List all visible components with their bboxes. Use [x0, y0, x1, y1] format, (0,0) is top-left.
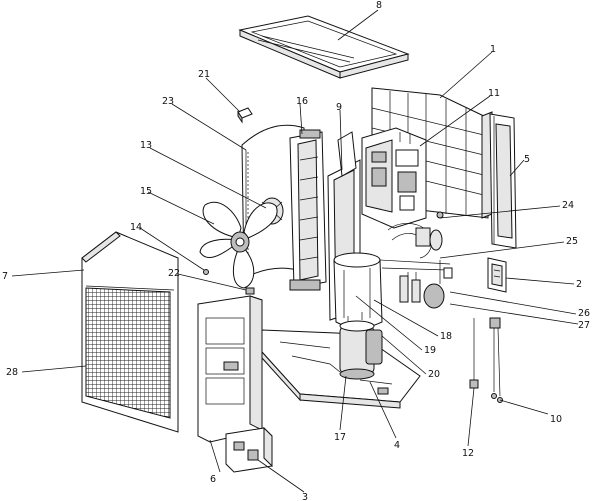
compressor	[339, 312, 383, 380]
front-right-panel	[197, 295, 263, 443]
panel-clip	[245, 287, 255, 295]
callout-16: 16	[296, 96, 308, 107]
callout-18: 18	[440, 331, 452, 342]
callout-27: 27	[578, 320, 590, 331]
callout-22: 22	[168, 268, 180, 279]
valve-bracket	[487, 257, 507, 293]
top-cover	[238, 15, 410, 79]
wiring-harness	[489, 317, 503, 403]
callout-14: 14	[130, 222, 142, 233]
mounting-screw	[203, 269, 209, 275]
callout-21: 21	[198, 69, 210, 80]
callout-6: 6	[210, 474, 216, 485]
compressor-sound-jacket	[333, 252, 383, 329]
callout-13: 13	[140, 140, 152, 151]
fan-propeller	[199, 202, 278, 289]
callout-7: 7	[2, 271, 8, 282]
small-clip	[237, 107, 253, 124]
callout-2: 2	[576, 279, 582, 290]
callout-12: 12	[462, 448, 474, 459]
callout-1: 1	[490, 44, 496, 55]
right-side-panel	[489, 113, 517, 249]
callout-11: 11	[488, 88, 500, 99]
callout-10: 10	[550, 414, 562, 425]
callout-17: 17	[334, 432, 346, 443]
terminal-cover	[225, 426, 273, 473]
refrigerant-piping-assembly	[379, 211, 453, 309]
callout-26: 26	[578, 308, 590, 319]
callout-23: 23	[162, 96, 174, 107]
callout-5: 5	[524, 154, 530, 165]
callout-20: 20	[428, 369, 440, 380]
front-panel	[81, 231, 179, 433]
callout-4: 4	[394, 440, 400, 451]
callout-15: 15	[140, 186, 152, 197]
callout-28: 28	[6, 367, 18, 378]
partition-bracket	[289, 129, 327, 291]
leader-lines	[11, 9, 579, 493]
electrical-control-box	[361, 127, 427, 229]
callout-19: 19	[424, 345, 436, 356]
callout-3: 3	[302, 492, 308, 501]
callout-25: 25	[566, 236, 578, 247]
callout-24: 24	[562, 200, 574, 211]
temperature-sensor	[469, 318, 479, 389]
callout-9: 9	[336, 102, 342, 113]
callout-8: 8	[376, 0, 382, 11]
